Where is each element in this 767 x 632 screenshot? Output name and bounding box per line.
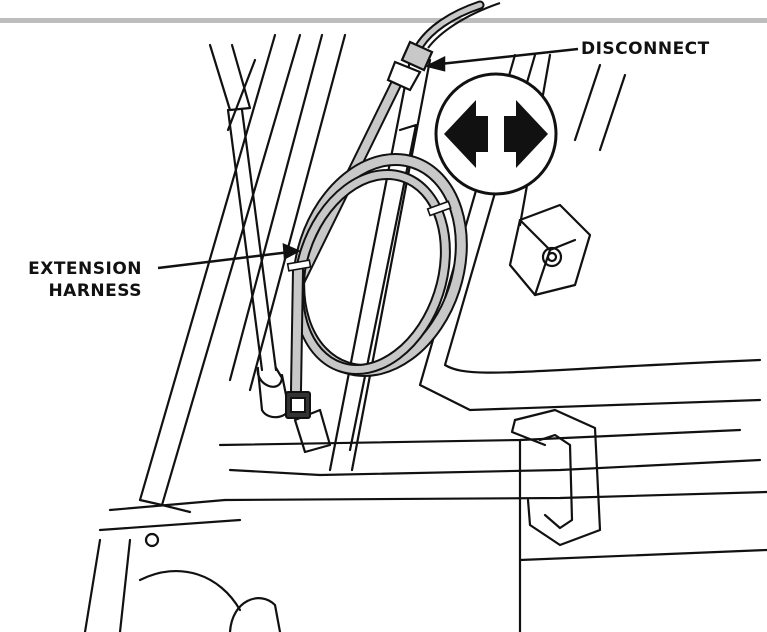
extension-label-line2: HARNESS bbox=[48, 281, 142, 301]
harness-mount bbox=[293, 408, 332, 454]
disconnect-connector bbox=[386, 40, 434, 92]
zip-tie bbox=[286, 259, 312, 272]
support-rod bbox=[208, 43, 290, 419]
leader-lines bbox=[157, 47, 579, 270]
zip-tie bbox=[426, 200, 452, 217]
window-frame bbox=[328, 53, 762, 472]
header-bar bbox=[0, 18, 767, 23]
bed-rail bbox=[83, 428, 767, 632]
extension-connector bbox=[285, 391, 311, 419]
coiled-extension-harness bbox=[286, 152, 468, 396]
bed-frame-upright bbox=[138, 33, 347, 514]
extension-arrowhead bbox=[282, 243, 301, 261]
disconnect-leader bbox=[439, 47, 579, 66]
extension-label-line1: EXTENSION bbox=[28, 259, 142, 279]
latch-hook bbox=[510, 408, 602, 547]
disconnect-arrowhead bbox=[424, 55, 446, 72]
extension-leader bbox=[157, 250, 291, 270]
double-arrow-disconnect-icon bbox=[434, 72, 558, 196]
mount-bracket bbox=[508, 203, 592, 297]
extension-harness-label: EXTENSION HARNESS bbox=[28, 258, 142, 302]
disconnect-label: DISCONNECT bbox=[581, 39, 710, 59]
